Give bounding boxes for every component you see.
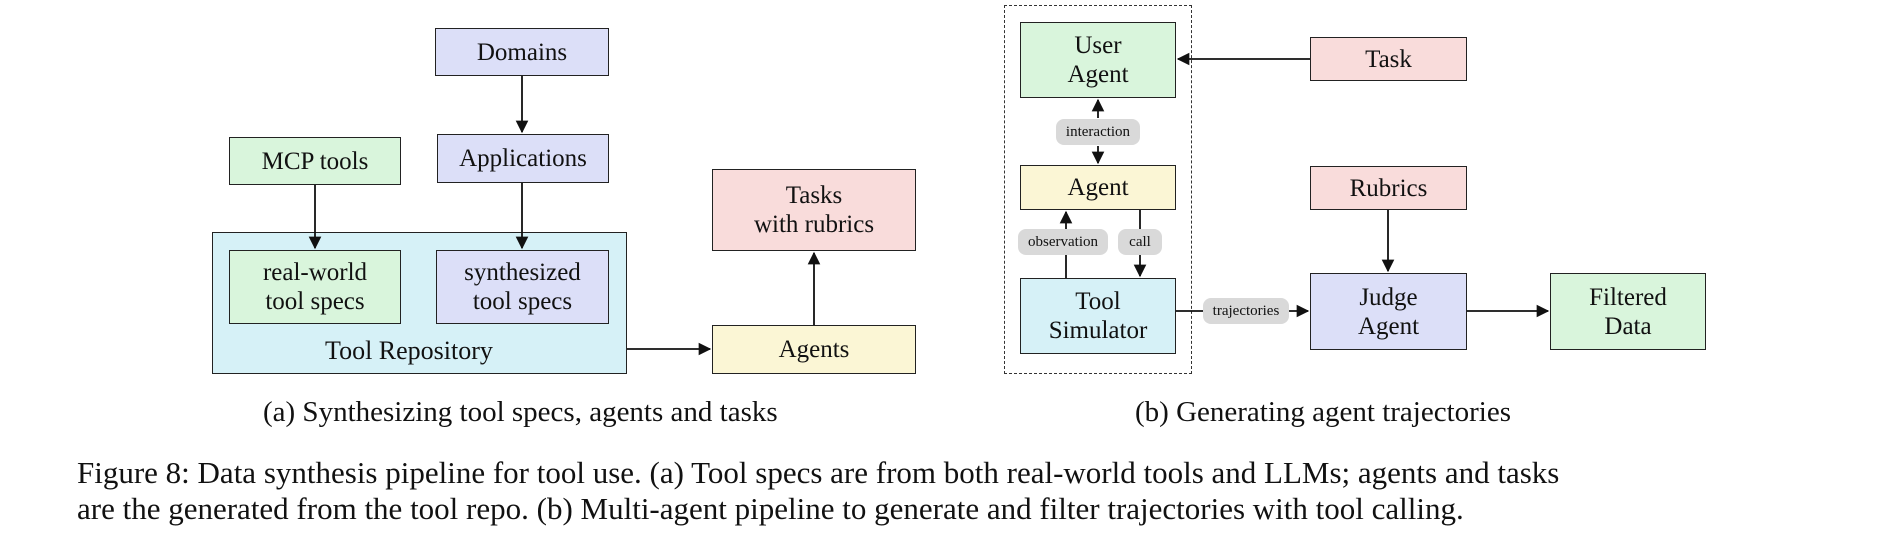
panel-a-caption: (a) Synthesizing tool specs, agents and … (263, 396, 778, 428)
multi-agent-dashed-frame (1004, 5, 1192, 374)
call-label: call (1118, 229, 1162, 255)
domains-box: Domains (435, 28, 609, 76)
rubrics-box: Rubrics (1310, 166, 1467, 210)
agents-box: Agents (712, 325, 916, 374)
figure-caption-line-2: are the generated from the tool repo. (b… (77, 491, 1464, 526)
task-box: Task (1310, 37, 1467, 81)
panel-b-caption: (b) Generating agent trajectories (1135, 396, 1512, 428)
observation-label: observation (1018, 229, 1108, 255)
interaction-label: interaction (1056, 119, 1140, 145)
figure-caption: Figure 8: Data synthesis pipeline for to… (77, 455, 1867, 527)
applications-box: Applications (437, 134, 609, 183)
user-agent-box: User Agent (1020, 22, 1176, 98)
agent-box: Agent (1020, 165, 1176, 210)
mcp-tools-box: MCP tools (229, 137, 401, 185)
judge-agent-box: Judge Agent (1310, 273, 1467, 350)
filtered-data-box: Filtered Data (1550, 273, 1706, 350)
tool-simulator-box: Tool Simulator (1020, 278, 1176, 354)
tasks-with-rubrics-box: Tasks with rubrics (712, 169, 916, 251)
trajectories-label: trajectories (1203, 298, 1289, 324)
real-world-specs-box: real-world tool specs (229, 250, 401, 324)
tool-repository-label: Tool Repository (325, 336, 493, 365)
synthesized-specs-box: synthesized tool specs (436, 250, 609, 324)
figure-caption-line-1: Figure 8: Data synthesis pipeline for to… (77, 455, 1560, 490)
